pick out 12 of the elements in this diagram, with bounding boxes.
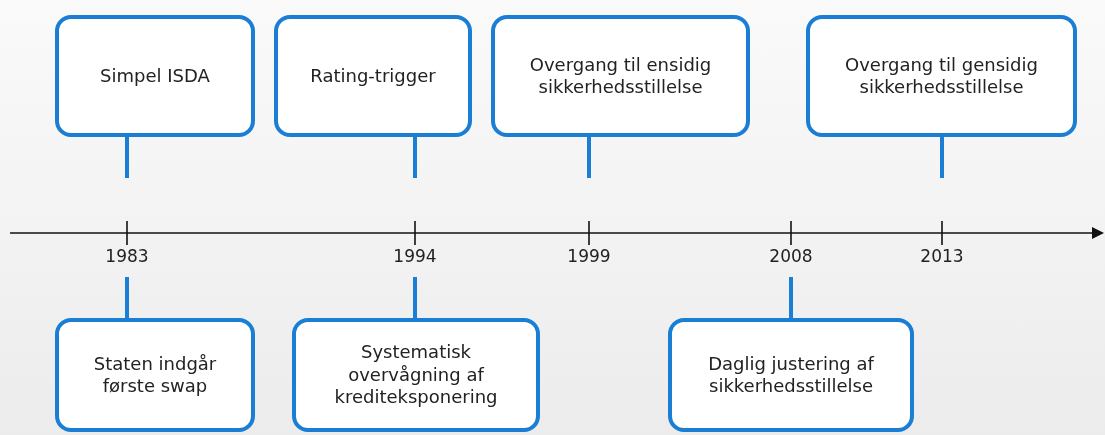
event-box: Overgang til ensidig sikkerhedsstillelse: [491, 15, 750, 137]
year-label: 1999: [559, 246, 619, 266]
event-box: Rating-trigger: [274, 15, 472, 137]
year-label: 1994: [385, 246, 445, 266]
event-box: Systematisk overvågning af krediteksponering: [292, 318, 540, 432]
year-label: 2008: [761, 246, 821, 266]
event-box: Daglig justering af sikkerhedsstillelse: [668, 318, 914, 432]
event-box: Staten indgår første swap: [55, 318, 255, 432]
event-box: Overgang til gensidig sikkerhedsstillelse: [806, 15, 1077, 137]
event-box: Simpel ISDA: [55, 15, 255, 137]
year-label: 1983: [97, 246, 157, 266]
year-label: 2013: [912, 246, 972, 266]
